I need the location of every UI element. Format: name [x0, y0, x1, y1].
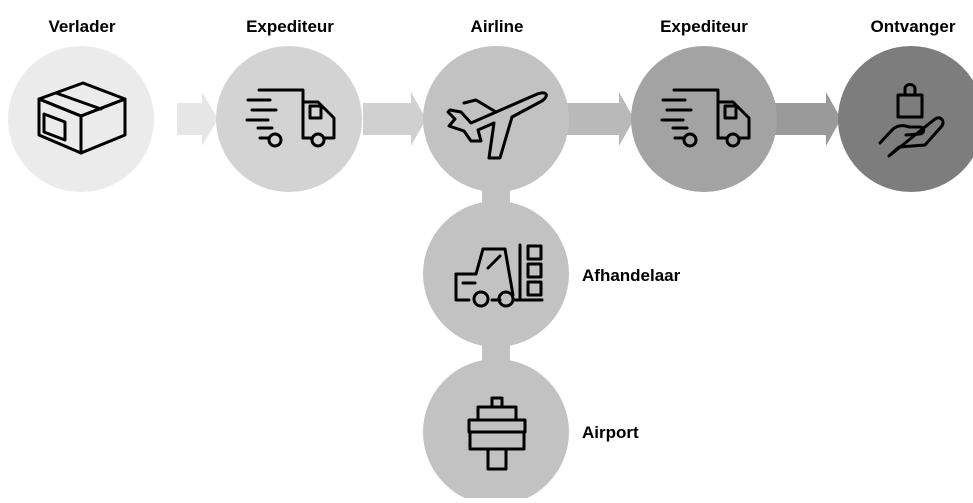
node-expediteur-1: [216, 46, 362, 192]
airplane-icon: [446, 91, 548, 160]
hand-holding-bag-icon: [878, 83, 945, 158]
arrow-verlader-expediteur: [177, 92, 218, 146]
label-expediteur-1: Expediteur: [246, 17, 334, 36]
label-expediteur-2: Expediteur: [660, 17, 748, 36]
node-ontvanger: [838, 46, 973, 192]
node-airline: [423, 46, 569, 192]
node-verlader: [8, 46, 154, 192]
forklift-icon: [454, 243, 544, 308]
label-ontvanger: Ontvanger: [870, 17, 956, 36]
arrow-expediteur-airline: [363, 92, 426, 146]
box-icon: [37, 81, 127, 155]
label-airline: Airline: [470, 17, 524, 36]
node-afhandelaar: [423, 201, 569, 347]
truck-icon: [660, 88, 751, 148]
node-expediteur-2: [631, 46, 777, 192]
arrow-airline-expediteur: [566, 92, 634, 146]
truck-icon: [245, 88, 336, 148]
label-airport: Airport: [582, 423, 639, 442]
arrow-expediteur-ontvanger: [773, 92, 841, 146]
node-airport: [423, 359, 569, 503]
label-afhandelaar: Afhandelaar: [582, 266, 681, 285]
label-verlader: Verlader: [48, 17, 116, 36]
control-tower-icon: [467, 396, 527, 471]
